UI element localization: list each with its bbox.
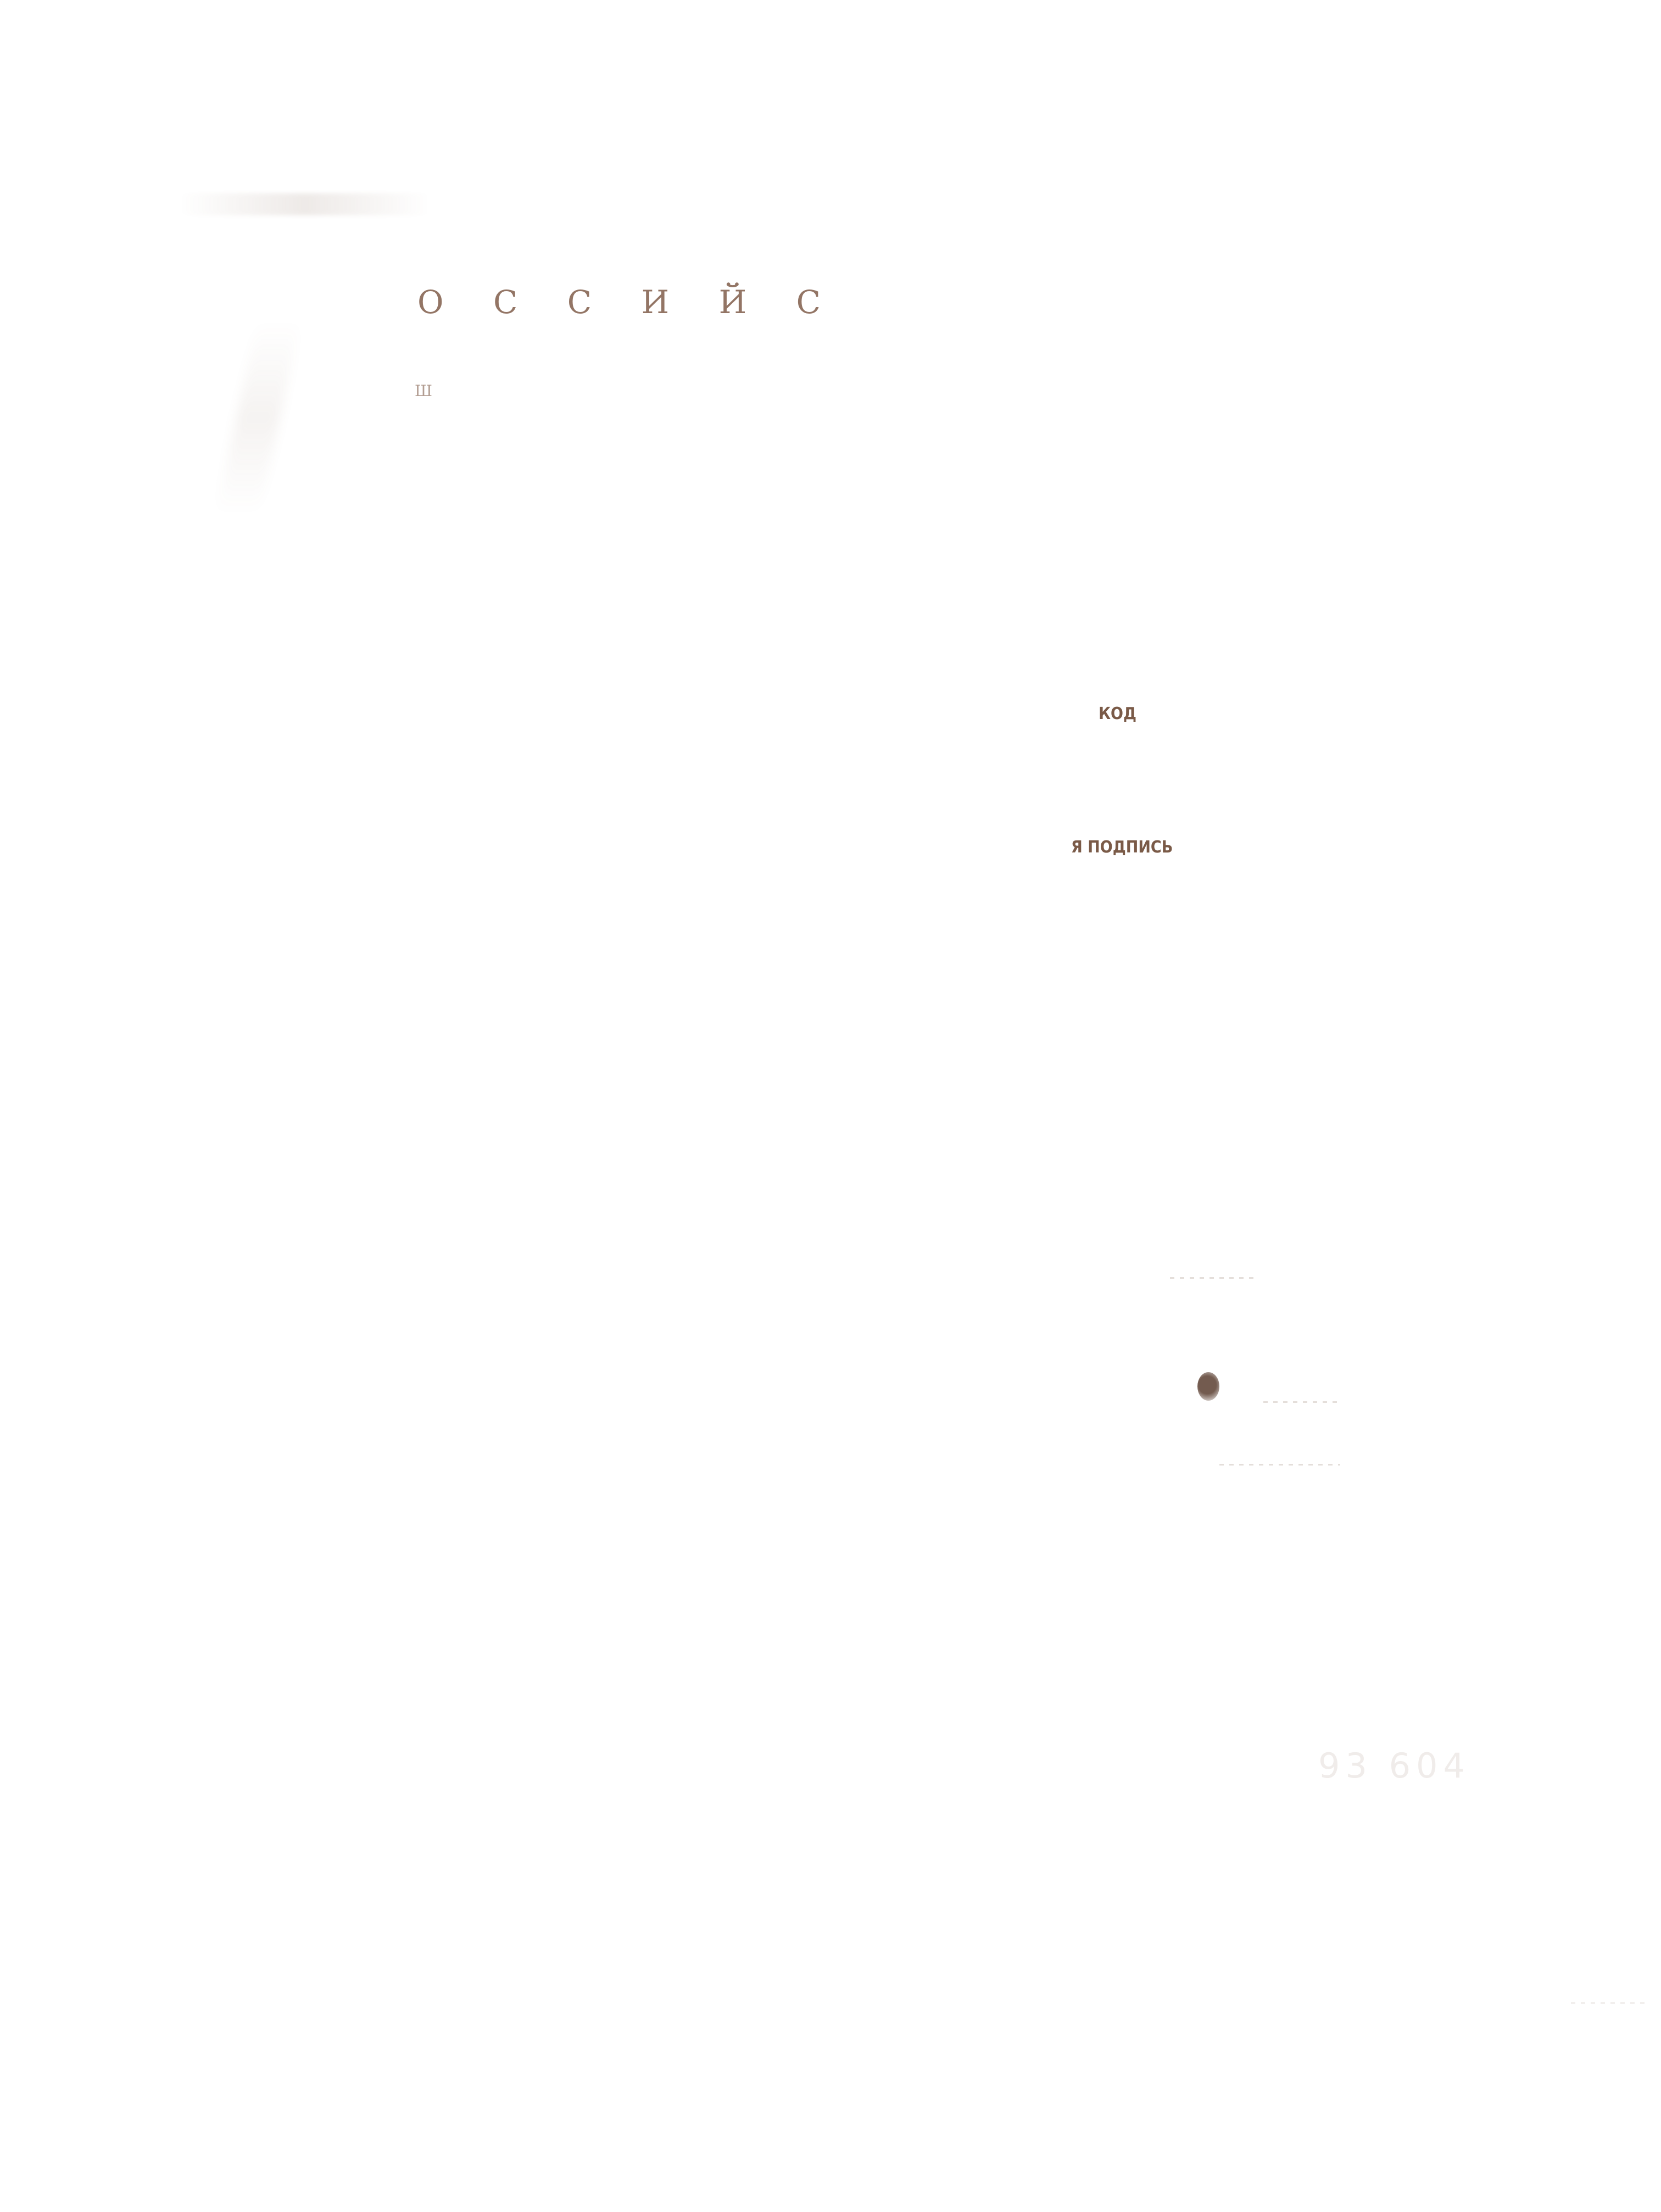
faint-smudge bbox=[179, 193, 431, 215]
faint-dotted-line bbox=[1263, 1401, 1340, 1403]
signature-field-label: Я ПОДПИСЬ bbox=[1071, 838, 1173, 857]
code-field-label: КОД bbox=[1099, 704, 1137, 723]
faint-dotted-line bbox=[1170, 1277, 1258, 1279]
faint-dotted-line bbox=[1571, 2002, 1648, 2004]
faint-smudge bbox=[215, 319, 302, 516]
faint-dotted-line bbox=[1219, 1464, 1340, 1466]
document-number-fragment: 93 604 bbox=[1318, 1746, 1470, 1786]
document-heading-fragment: О С С И Й С bbox=[417, 283, 841, 321]
ink-dot-mark bbox=[1197, 1372, 1219, 1401]
document-small-fragment: Ш bbox=[415, 382, 432, 400]
